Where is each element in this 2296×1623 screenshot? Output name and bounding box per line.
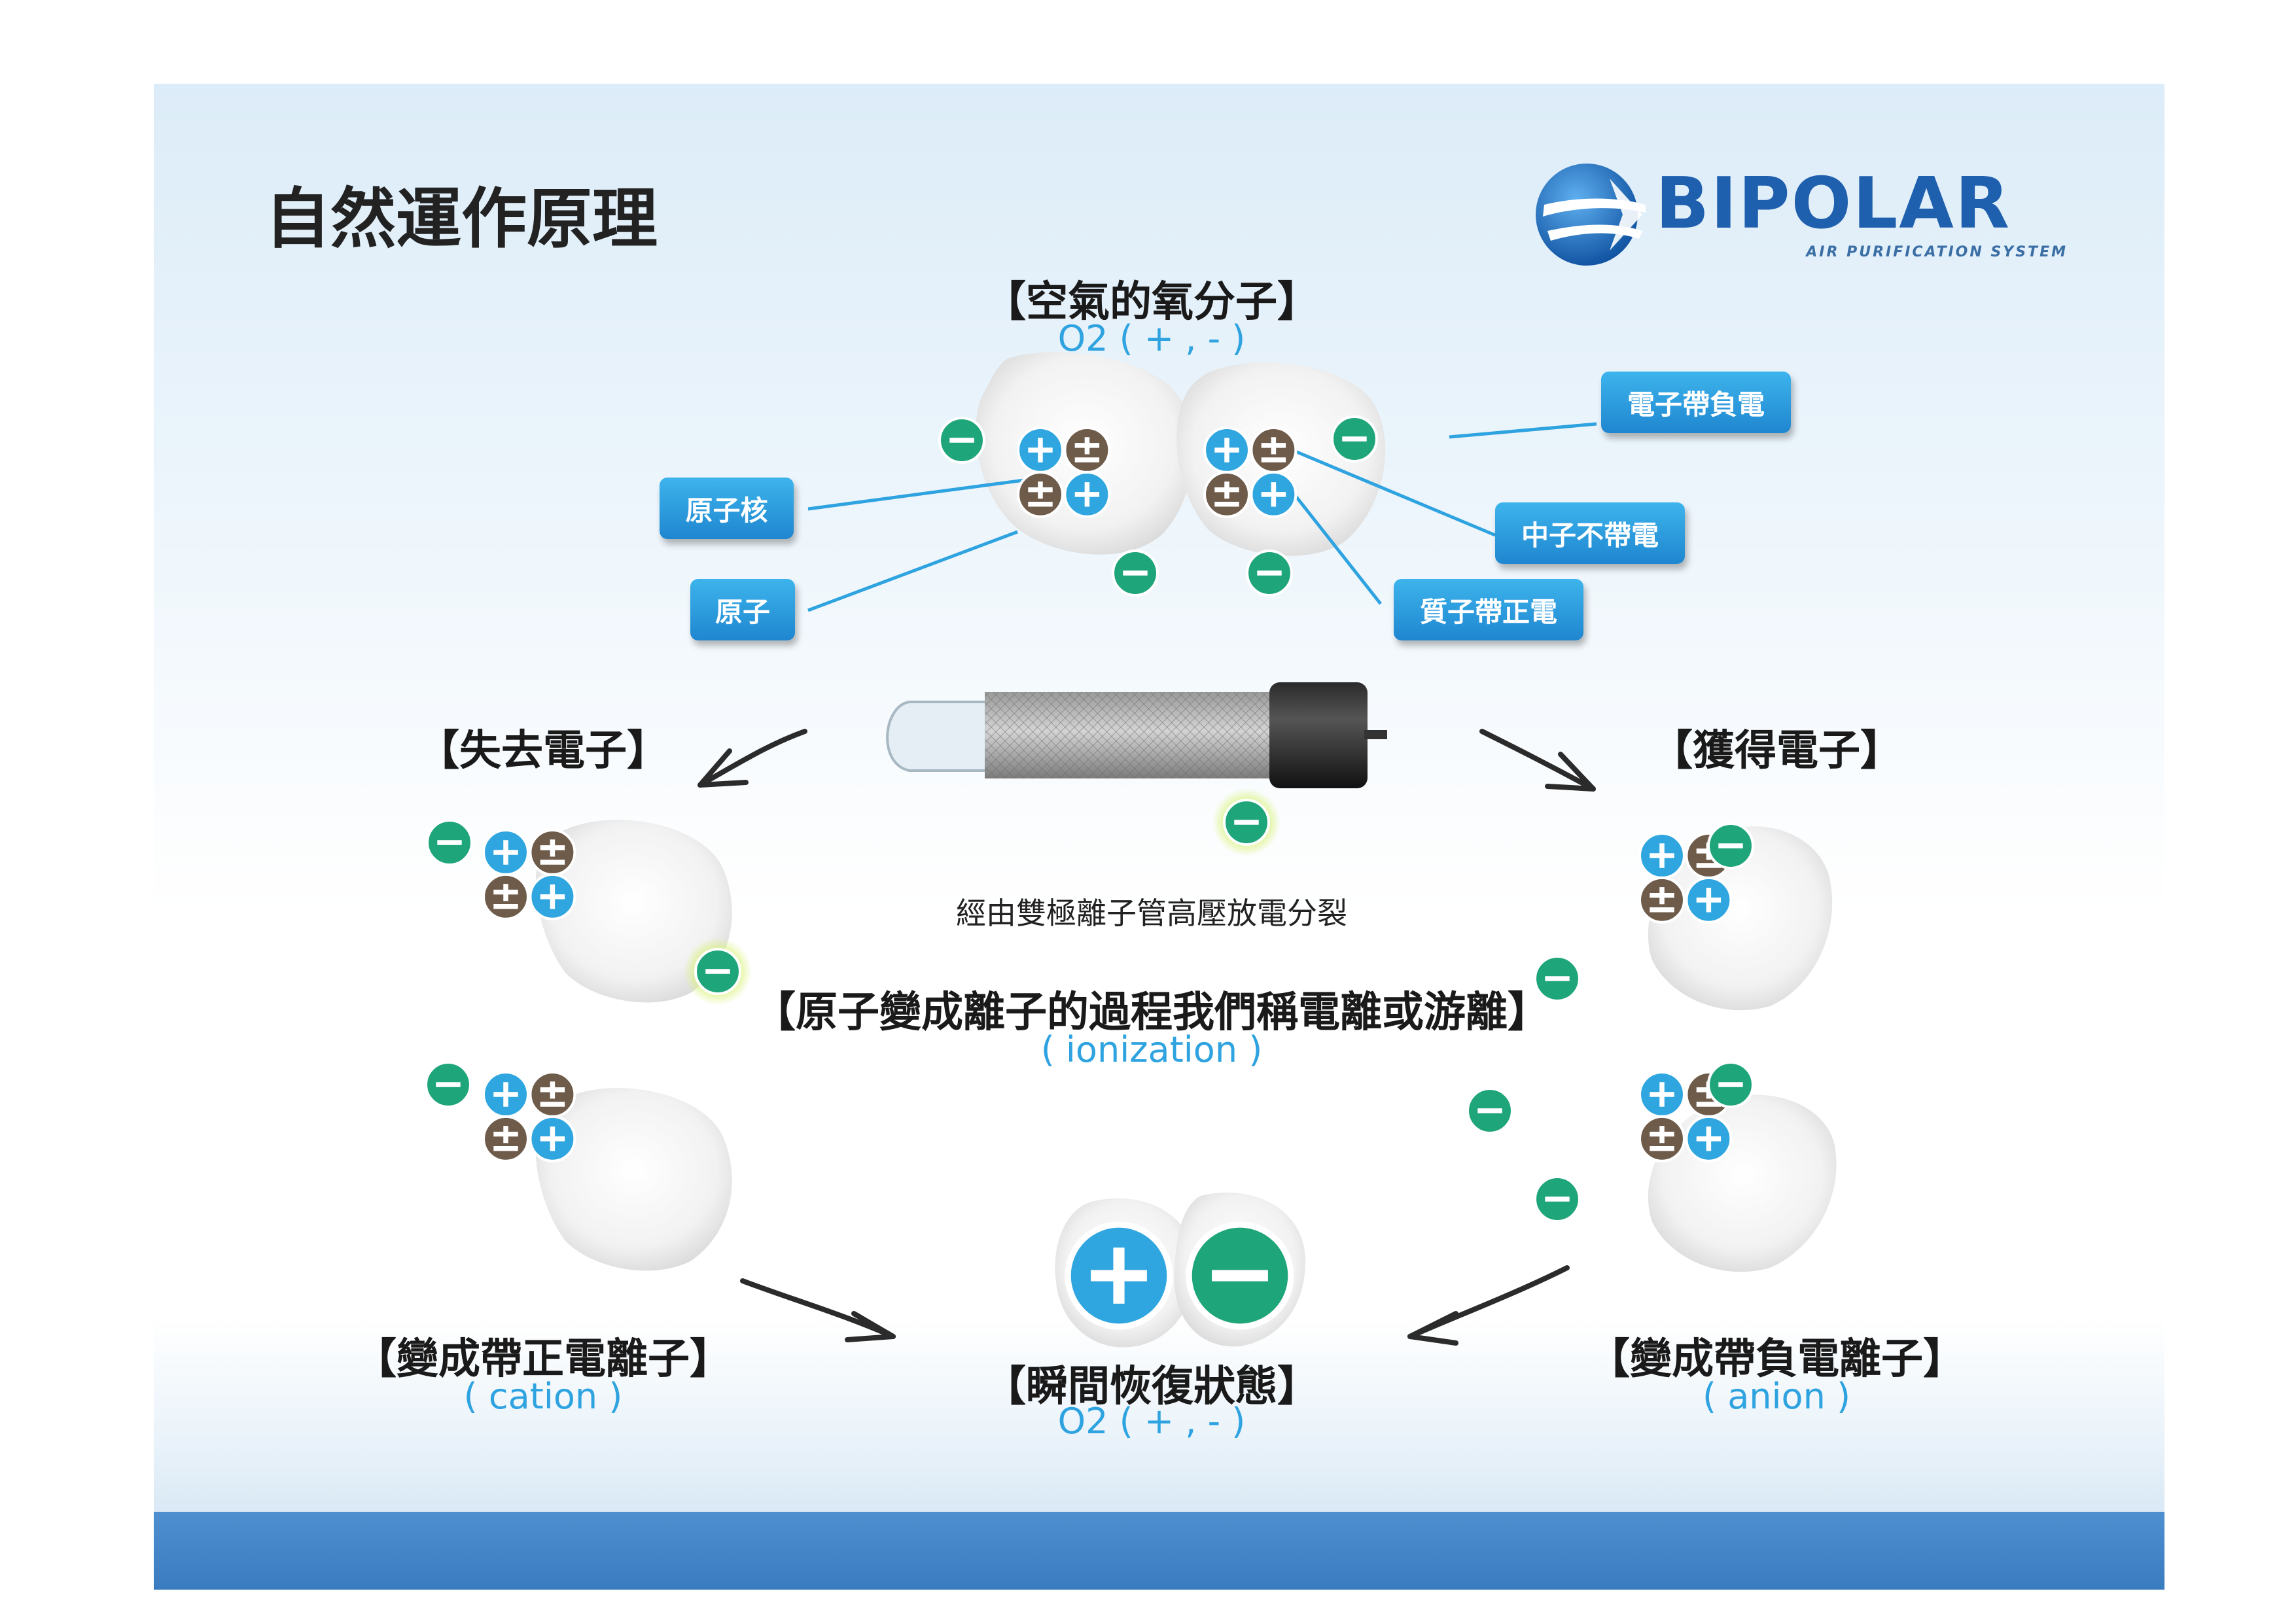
top-formula: O2 ( + , - ): [1057, 318, 1246, 359]
bipolar-logo: BIPOLAR AIR PURIFICATION SYSTEM: [1531, 159, 2068, 270]
recovery-heading: 【瞬間恢復狀態】: [984, 1363, 1319, 1411]
plus-minus-particle-icon: [529, 828, 576, 877]
minus-particle-icon: [694, 947, 742, 996]
minus-particle-icon: [1706, 822, 1755, 870]
minus-particle-icon: [1466, 1087, 1514, 1135]
minus-particle-icon: [1533, 954, 1581, 1003]
plus-particle-icon: [1685, 876, 1733, 924]
tag-proton: 質子帶正電: [1394, 579, 1583, 640]
recovery-formula: O2 ( + , - ): [1057, 1401, 1246, 1442]
plus-particle-icon: [1063, 470, 1111, 518]
plus-particle-icon: [482, 828, 530, 877]
minus-particle-icon: [1533, 1175, 1581, 1223]
plus-particle-icon: [1203, 426, 1251, 474]
ionization-tube: [886, 682, 1387, 788]
plus-particle-icon: [1685, 1115, 1733, 1162]
bottom-band: [154, 1512, 2164, 1590]
plus-minus-particle-icon: [482, 1115, 530, 1162]
plus-minus-particle-icon: [1638, 1115, 1686, 1162]
page-title: 自然運作原理: [265, 181, 658, 257]
o2-molecule-top: [807, 352, 1597, 612]
plus-particle-icon: [1250, 470, 1298, 518]
lose-electron-heading: 【失去電子】: [417, 727, 669, 775]
plus-particle-icon: [1065, 1221, 1173, 1330]
minus-particle-icon: [424, 1060, 472, 1109]
top-heading: 【空氣的氧分子】: [984, 278, 1319, 326]
anion-heading: 【變成帶負電離子】: [1588, 1335, 1965, 1384]
logo-wordmark: BIPOLAR: [1655, 163, 2011, 245]
plus-minus-particle-icon: [1203, 470, 1251, 518]
minus-particle-icon: [1330, 415, 1379, 463]
plus-particle-icon: [529, 1115, 576, 1162]
minus-particle-icon: [1706, 1060, 1755, 1109]
tag-nucleus: 原子核: [660, 478, 794, 539]
plus-particle-icon: [1016, 426, 1065, 474]
tag-neutron: 中子不帶電: [1495, 502, 1685, 564]
gain-electron-heading: 【獲得電子】: [1651, 727, 1902, 775]
plus-minus-particle-icon: [1063, 426, 1111, 474]
arrows: [698, 729, 1596, 1346]
cation-heading: 【變成帶正電離子】: [355, 1335, 732, 1384]
tag-atom: 原子: [690, 579, 795, 640]
plus-minus-particle-icon: [1016, 470, 1065, 518]
plus-minus-particle-icon: [1638, 876, 1686, 924]
minus-particle-icon: [938, 416, 986, 464]
plus-minus-particle-icon: [482, 873, 530, 920]
anion-term: ( anion ): [1702, 1376, 1851, 1417]
ionization-term: ( ionization ): [1040, 1029, 1263, 1070]
minus-particle-icon: [1111, 549, 1159, 597]
cation-term: ( cation ): [463, 1376, 623, 1417]
minus-particle-icon: [425, 818, 474, 867]
tag-electron: 電子帶負電: [1601, 372, 1791, 433]
minus-particle-icon: [1222, 798, 1271, 846]
particles: [424, 415, 1755, 1330]
tube-caption: 經由雙極離子管高壓放電分裂: [956, 896, 1347, 931]
plus-particle-icon: [482, 1070, 530, 1119]
ionization-heading: 【原子變成離子的過程我們稱電離或游離】: [754, 988, 1549, 1037]
plus-minus-particle-icon: [1250, 426, 1298, 474]
plus-minus-particle-icon: [529, 1070, 576, 1119]
slide: 自然運作原理 BIPOLAR AIR PURIFICATION SYSTEM 【…: [154, 84, 2164, 1590]
plus-particle-icon: [1638, 1070, 1686, 1119]
plus-particle-icon: [1638, 831, 1686, 880]
plus-particle-icon: [529, 873, 576, 920]
bipolar-globe-icon: [1536, 164, 1646, 266]
minus-particle-icon: [1245, 549, 1294, 597]
logo-tagline: AIR PURIFICATION SYSTEM: [1806, 244, 2068, 260]
minus-particle-icon: [1186, 1221, 1294, 1330]
diagram-graphics: [424, 352, 1837, 1348]
